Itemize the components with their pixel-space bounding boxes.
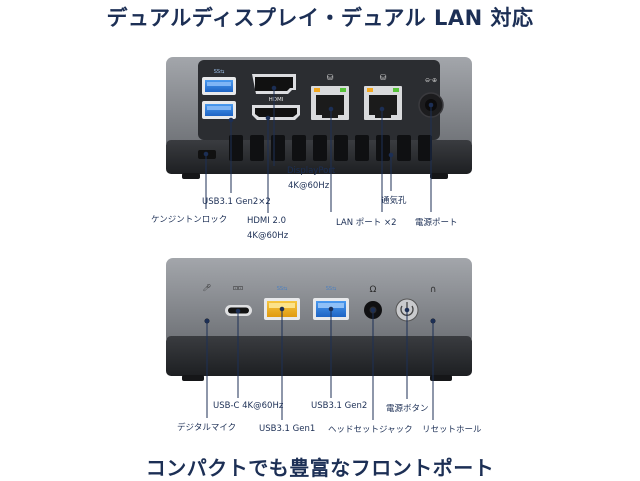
label-vent: 通気孔 xyxy=(381,196,407,206)
lan-icon: ⛁ xyxy=(380,73,387,82)
label-reset: リセットホール xyxy=(422,425,482,435)
usb-ss10-icon: SS⇆ xyxy=(326,286,337,292)
label-front-usb-gen2: USB3.1 Gen2 xyxy=(311,401,368,411)
bottom-heading: コンパクトでも豊富なフロントポート xyxy=(145,456,495,480)
mic-icon: 🎤︎ xyxy=(203,284,212,292)
back-lan-ports: ⛁ ⛁ xyxy=(311,73,402,120)
label-lan: LAN ポート ×2 xyxy=(336,218,397,228)
back-foot-left xyxy=(182,173,200,179)
label-back-usb-gen2: USB3.1 Gen2×2 xyxy=(202,197,271,207)
label-digital-mic: デジタルマイク xyxy=(177,423,237,433)
usbc-dp-icon: ⊡⊡ xyxy=(233,285,243,292)
front-panel: 🎤︎ ⊡⊡ SS⇆ SS⇆ Ω xyxy=(166,258,472,381)
back-foot-right xyxy=(430,173,448,179)
back-panel: SS⇆ HDMI ⛁ ⛁ ⊖ xyxy=(166,57,472,179)
front-chassis-bottom xyxy=(166,336,472,376)
label-headset: ヘッドセットジャック xyxy=(328,425,413,435)
usb-ss-icon: SS⇆ xyxy=(214,69,225,75)
usb-ss-icon: SS⇆ xyxy=(277,286,288,292)
back-displayport xyxy=(252,74,296,94)
label-usb-gen1: USB3.1 Gen1 xyxy=(259,424,316,434)
label-displayport-res: 4K@60Hz xyxy=(288,181,330,191)
hdmi-logo-text: HDMI xyxy=(269,97,284,103)
back-leader-lines xyxy=(203,85,434,213)
label-kensington: ケンジントンロック xyxy=(151,215,228,225)
label-displayport: DisplayPort xyxy=(287,166,336,176)
lan-icon: ⛁ xyxy=(327,73,334,82)
headset-icon: Ω xyxy=(370,285,377,295)
front-leader-lines xyxy=(204,306,436,420)
back-usb-gen2-ports: SS⇆ xyxy=(202,69,236,119)
dc-power-icon: ⊖·⊕ xyxy=(425,77,437,84)
top-heading: デュアルディスプレイ・デュアル LAN 対応 xyxy=(106,6,534,30)
back-vents xyxy=(229,135,432,161)
label-power-button: 電源ボタン xyxy=(386,404,429,414)
label-hdmi: HDMI 2.0 xyxy=(247,216,286,226)
label-hdmi-res: 4K@60Hz xyxy=(247,231,289,241)
front-foot-right xyxy=(430,375,452,381)
front-foot-left xyxy=(182,375,204,381)
label-usbc: USB-C 4K@60Hz xyxy=(213,401,284,411)
label-power-port: 電源ポート xyxy=(415,218,458,228)
reset-icon: ∩ xyxy=(430,285,437,295)
back-hdmi: HDMI xyxy=(252,97,300,120)
